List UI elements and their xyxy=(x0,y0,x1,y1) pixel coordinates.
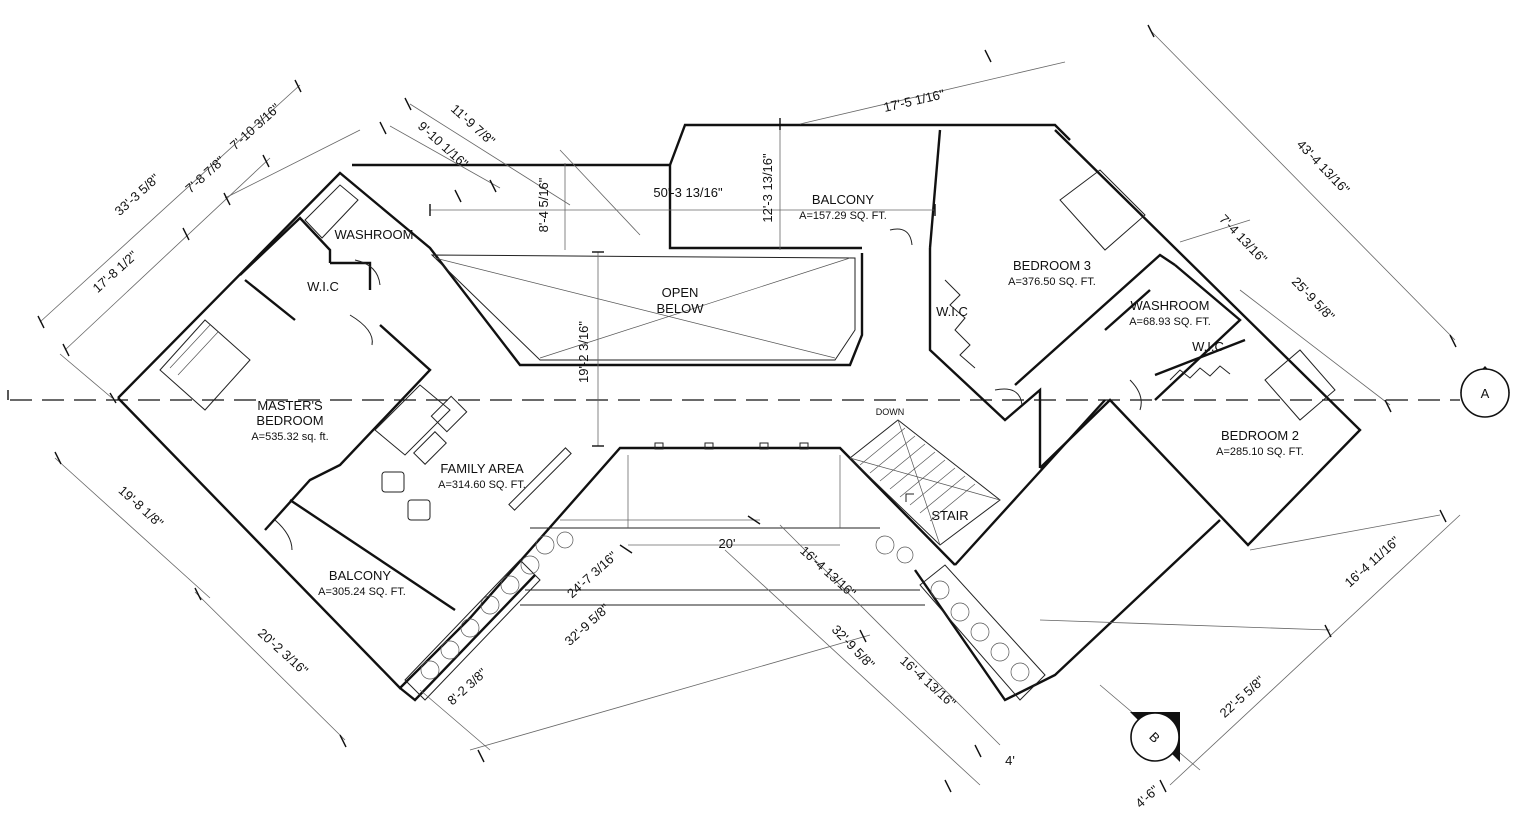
dim-24-7: 24'-7 3/16" xyxy=(564,548,620,601)
dim-32-9a: 32'-9 5/8" xyxy=(562,600,613,648)
bedroom3-bed xyxy=(1059,169,1146,251)
outer-walls xyxy=(117,123,1362,702)
dim-20: 20' xyxy=(719,536,736,551)
washroom-master-name: WASHROOM xyxy=(335,227,414,242)
section-marker-a: A xyxy=(1460,366,1510,418)
dim-4-6: 4'-6" xyxy=(1132,782,1162,811)
dim-50-3: 50'-3 13/16" xyxy=(653,185,723,200)
family-chairs xyxy=(381,447,572,521)
bedroom2-area: A=285.10 SQ. FT. xyxy=(1216,446,1304,458)
room-labels: MASTER'S BEDROOM A=535.32 sq. ft. WASHRO… xyxy=(251,192,1304,598)
planter-left xyxy=(404,531,574,701)
bedroom2-name: BEDROOM 2 xyxy=(1221,428,1299,443)
dim-12-3: 12'-3 13/16" xyxy=(760,153,775,223)
masters-bedroom-name-1: MASTER'S xyxy=(257,398,323,413)
dim-20-2: 20'-2 3/16" xyxy=(255,625,311,678)
dim-16-4b: 16'-4 13/16" xyxy=(897,653,959,711)
balcony-top-name: BALCONY xyxy=(812,192,874,207)
family-sofa xyxy=(374,384,468,465)
wic-right-name: W.I.C xyxy=(1192,339,1224,354)
dim-4: 4' xyxy=(1005,753,1015,768)
washroom-right-area: A=68.93 SQ. FT. xyxy=(1129,316,1211,328)
center-axis xyxy=(7,390,1460,401)
atrium-lines xyxy=(520,442,925,606)
open-below-name-2: BELOW xyxy=(657,301,705,316)
dim-32-9b: 32'-9 5/8" xyxy=(829,622,878,672)
dim-16-4a: 16'-4 13/16" xyxy=(797,543,859,601)
section-marker-b: B xyxy=(1130,712,1180,762)
dim-7-4: 7'-4 13/16" xyxy=(1216,211,1270,266)
dim-19-2: 19'-2 3/16" xyxy=(576,321,591,383)
washroom-right-name: WASHROOM xyxy=(1131,298,1210,313)
stair-direction: DOWN xyxy=(876,407,905,417)
open-below-void xyxy=(430,254,856,361)
master-tub xyxy=(304,184,359,239)
master-bed xyxy=(159,319,251,411)
dimension-lines xyxy=(37,24,1461,793)
dim-8-2: 8'-2 3/8" xyxy=(444,665,490,708)
dim-8-4: 8'-4 5/16" xyxy=(536,177,551,232)
balcony-left-area: A=305.24 SQ. FT. xyxy=(318,586,406,598)
stair-name: STAIR xyxy=(931,508,968,523)
dim-7-8: 7'-8 7/8" xyxy=(182,153,228,196)
family-area-name: FAMILY AREA xyxy=(440,461,524,476)
balcony-left-name: BALCONY xyxy=(329,568,391,583)
bedroom2-bed xyxy=(1264,349,1336,421)
dim-16-4c: 16'-4 11/16" xyxy=(1342,533,1403,590)
dim-33-3: 33'-3 5/8" xyxy=(112,170,163,218)
family-area-area: A=314.60 SQ. FT. xyxy=(438,479,526,491)
dim-17-5: 17'-5 1/16" xyxy=(882,86,946,115)
balcony-top-area: A=157.29 SQ. FT. xyxy=(799,210,887,222)
masters-bedroom-name-2: BEDROOM xyxy=(256,413,323,428)
furniture xyxy=(159,169,1336,521)
dim-43-4: 43'-4 13/16" xyxy=(1294,137,1353,198)
marker-a-label: A xyxy=(1481,386,1490,401)
interior-walls xyxy=(239,216,1246,611)
open-below-name-1: OPEN xyxy=(662,285,699,300)
dim-22-5: 22'-5 5/8" xyxy=(1217,672,1268,720)
planter-right xyxy=(875,535,1046,701)
doors xyxy=(274,228,1142,551)
wic-closet-zigzag xyxy=(944,279,1231,381)
bedroom3-name: BEDROOM 3 xyxy=(1013,258,1091,273)
dim-17-8: 17'-8 1/2" xyxy=(90,247,141,295)
wic-master-name: W.I.C xyxy=(307,279,339,294)
dim-11-9: 11'-9 7/8" xyxy=(448,101,498,148)
dim-7-10: 7'-10 3/16" xyxy=(227,100,283,153)
dim-19-8: 19'-8 1/8" xyxy=(116,483,167,531)
stair xyxy=(849,419,1001,546)
masters-bedroom-area: A=535.32 sq. ft. xyxy=(251,431,328,443)
wic-bedroom3-name: W.I.C xyxy=(936,304,968,319)
bedroom3-area: A=376.50 SQ. FT. xyxy=(1008,276,1096,288)
dim-25-9: 25'-9 5/8" xyxy=(1289,274,1338,324)
